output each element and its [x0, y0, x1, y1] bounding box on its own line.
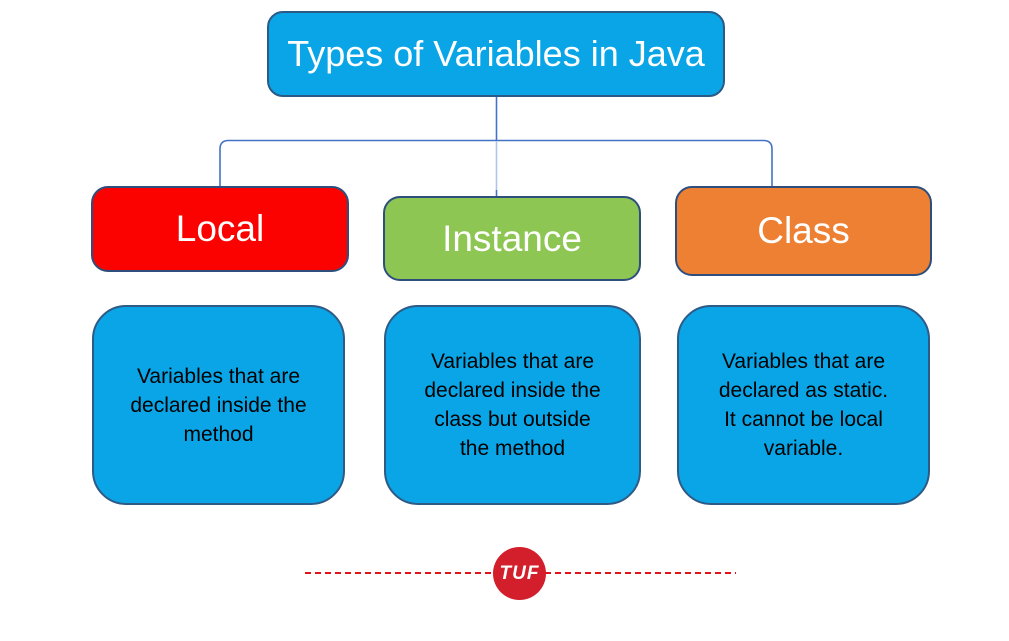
- category-label-local: Local: [175, 208, 265, 249]
- description-text-local: Variables that are declared inside the m…: [130, 364, 307, 446]
- tuf-logo: TUF: [493, 547, 546, 600]
- category-label-instance: Instance: [442, 217, 582, 259]
- description-box-instance: Variables that are declared inside the c…: [384, 305, 641, 505]
- description-text-class: Variables that are declared as static. I…: [718, 350, 889, 460]
- description-box-local: Variables that are declared inside the m…: [92, 305, 345, 505]
- category-label-class: Class: [757, 210, 850, 251]
- tuf-logo-text: TUF: [499, 562, 540, 584]
- connector-horizontal-branch: [219, 139, 773, 187]
- category-box-instance: Instance: [383, 196, 641, 281]
- title-box: Types of Variables in Java: [267, 11, 725, 97]
- title-text: Types of Variables in Java: [287, 33, 705, 74]
- category-box-local: Local: [91, 186, 349, 272]
- description-text-instance: Variables that are declared inside the c…: [424, 350, 601, 460]
- description-box-class: Variables that are declared as static. I…: [677, 305, 930, 505]
- category-box-class: Class: [675, 186, 932, 276]
